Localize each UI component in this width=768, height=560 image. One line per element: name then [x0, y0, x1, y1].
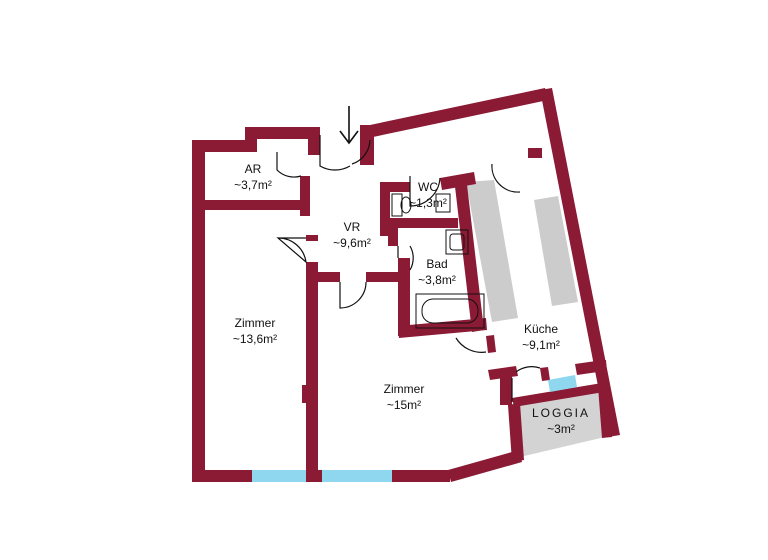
doors	[276, 135, 541, 402]
room-name-vr: VR	[344, 220, 361, 234]
room-area-wc: ~1,3m²	[409, 196, 447, 210]
door-swing-icon	[319, 135, 351, 171]
fixtures	[391, 193, 485, 329]
room-name-loggia: LOGGIA	[532, 406, 590, 420]
room-name-ar: AR	[245, 162, 262, 176]
loggia-floor	[515, 386, 605, 457]
down-arrow-icon	[339, 106, 359, 145]
room-name-kueche: Küche	[524, 322, 558, 336]
door-swing-icon	[491, 163, 521, 193]
kitchen-counter-right	[534, 196, 578, 306]
door-swing-icon	[515, 366, 541, 373]
room-area-loggia: ~3m²	[547, 422, 575, 436]
door-swing-icon	[409, 245, 414, 271]
window-icon	[322, 470, 392, 482]
kitchen-counter-left	[466, 180, 518, 322]
room-name-zimmer-1: Zimmer	[235, 316, 276, 330]
room-area-ar: ~3,7m²	[234, 178, 272, 192]
room-labels: AR ~3,7m² VR ~9,6m² WC ~1,3m² Bad ~3,8m²…	[233, 162, 590, 436]
window-icon	[548, 375, 577, 392]
door-swing-icon	[455, 337, 487, 353]
room-area-zimmer-1: ~13,6m²	[233, 332, 277, 346]
door-swing-icon	[276, 152, 302, 178]
room-area-kueche: ~9,1m²	[522, 338, 560, 352]
walls	[192, 88, 620, 482]
windows	[252, 375, 577, 482]
room-name-zimmer-2: Zimmer	[384, 382, 425, 396]
room-area-zimmer-2: ~15m²	[387, 398, 421, 412]
door-swing-icon	[339, 281, 367, 309]
window-icon	[252, 470, 306, 482]
door-swing-icon	[351, 139, 371, 165]
room-name-bad: Bad	[426, 257, 447, 271]
room-area-bad: ~3,8m²	[418, 273, 456, 287]
sink-icon	[445, 229, 469, 255]
room-name-wc: WC	[418, 180, 438, 194]
sink-icon	[435, 193, 451, 213]
door-swing-icon	[276, 237, 307, 264]
room-area-vr: ~9,6m²	[333, 236, 371, 250]
bathtub-icon	[415, 293, 485, 329]
toilet-icon	[391, 193, 412, 217]
